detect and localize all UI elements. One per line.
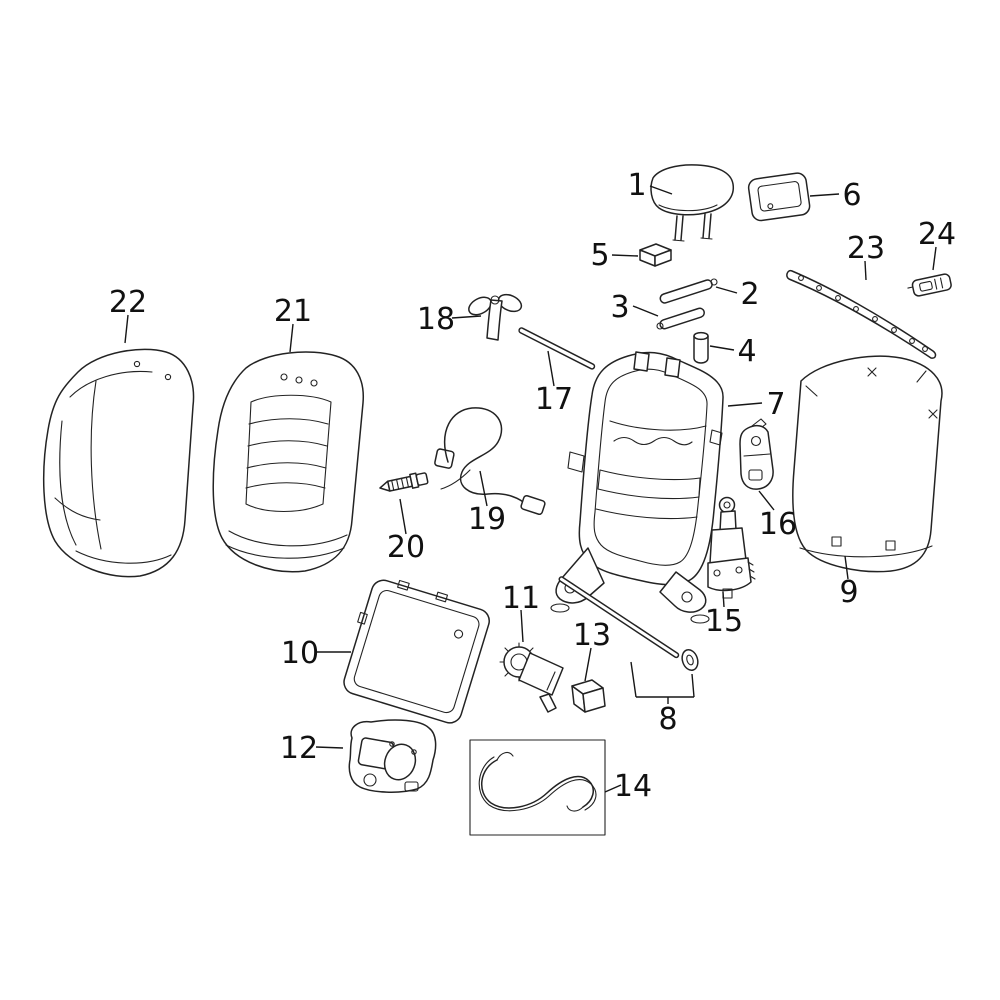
part-21-seat-back-cushion-drawing bbox=[212, 351, 365, 573]
part-3-guide-tube-drawing bbox=[656, 307, 705, 330]
part-17-rod-drawing bbox=[518, 327, 596, 370]
leader-4 bbox=[709, 345, 735, 351]
part-18-release-handle-drawing bbox=[468, 293, 523, 341]
part-6-headrest-guide-drawing bbox=[747, 172, 811, 222]
part-13-connector-drawing bbox=[571, 679, 606, 713]
part-15-lumbar-mechanism-drawing bbox=[707, 496, 756, 599]
leader-17 bbox=[547, 350, 555, 387]
callout-3: 3 bbox=[610, 290, 629, 325]
callout-19: 19 bbox=[468, 502, 506, 537]
part-16-actuator-drawing bbox=[739, 418, 774, 490]
part-19-wiring-harness-drawing bbox=[434, 407, 546, 516]
callout-17: 17 bbox=[535, 382, 573, 417]
part-20-bolt-drawing bbox=[379, 472, 429, 492]
callout-11: 11 bbox=[502, 581, 540, 616]
leader-3 bbox=[632, 305, 659, 317]
leader-20 bbox=[399, 498, 407, 535]
part-4-sleeve-drawing bbox=[693, 331, 709, 364]
callout-13: 13 bbox=[573, 618, 611, 653]
part-9-seat-back-panel-drawing bbox=[792, 355, 943, 573]
callout-18: 18 bbox=[417, 302, 455, 337]
leader-21 bbox=[289, 323, 294, 353]
callout-7: 7 bbox=[766, 387, 785, 422]
part-22-seat-back-cushion-drawing bbox=[42, 348, 195, 578]
part-8-rod-drawing bbox=[558, 576, 699, 672]
callout-1: 1 bbox=[627, 168, 646, 203]
leader-16 bbox=[758, 490, 775, 511]
callout-16: 16 bbox=[759, 507, 797, 542]
callout-10: 10 bbox=[281, 636, 319, 671]
part-14-cable-drawing bbox=[469, 739, 606, 836]
callout-9: 9 bbox=[839, 575, 858, 610]
part-10-seat-back-board-drawing bbox=[343, 579, 490, 724]
leader-5 bbox=[611, 254, 639, 257]
leader-13 bbox=[584, 647, 592, 682]
leader-19 bbox=[479, 470, 488, 507]
callout-4: 4 bbox=[737, 334, 756, 369]
callout-12: 12 bbox=[280, 731, 318, 766]
leader-24 bbox=[932, 246, 937, 271]
callout-2: 2 bbox=[740, 277, 759, 312]
leader-18 bbox=[451, 315, 482, 319]
part-7-seat-frame-drawing bbox=[550, 351, 724, 624]
leader-15 bbox=[722, 591, 725, 608]
part-23-trim-strip-drawing bbox=[786, 269, 937, 359]
leader-11 bbox=[520, 609, 524, 643]
callout-22: 22 bbox=[109, 285, 147, 320]
part-12-lumbar-support-drawing bbox=[348, 719, 437, 793]
callout-23: 23 bbox=[847, 231, 885, 266]
part-1-headrest-drawing bbox=[650, 164, 735, 242]
leader-6 bbox=[809, 193, 840, 197]
part-11-motor-drawing bbox=[499, 642, 564, 713]
callout-6: 6 bbox=[842, 178, 861, 213]
leader-9 bbox=[844, 555, 849, 580]
part-2-guide-tube-drawing bbox=[659, 278, 718, 304]
leader-23 bbox=[864, 260, 867, 281]
leader-8 bbox=[630, 661, 695, 704]
callout-5: 5 bbox=[590, 238, 609, 273]
callout-labels: 1 2 3 4 5 6 7 8 9 10 11 12 13 14 15 16 1… bbox=[109, 168, 956, 804]
part-5-clip-drawing bbox=[639, 243, 672, 267]
leader-7 bbox=[727, 402, 763, 407]
callout-20: 20 bbox=[387, 530, 425, 565]
leader-22 bbox=[124, 314, 129, 344]
callout-15: 15 bbox=[705, 604, 743, 639]
callout-8: 8 bbox=[658, 702, 677, 737]
callout-24: 24 bbox=[918, 217, 956, 252]
leader-2 bbox=[715, 286, 738, 294]
callout-14: 14 bbox=[614, 769, 652, 804]
callout-21: 21 bbox=[274, 294, 312, 329]
leader-12 bbox=[315, 746, 344, 749]
part-24-clip-drawing bbox=[907, 273, 952, 297]
leader-14 bbox=[604, 784, 622, 793]
leader-1 bbox=[649, 185, 673, 195]
leader-lines bbox=[124, 185, 937, 793]
